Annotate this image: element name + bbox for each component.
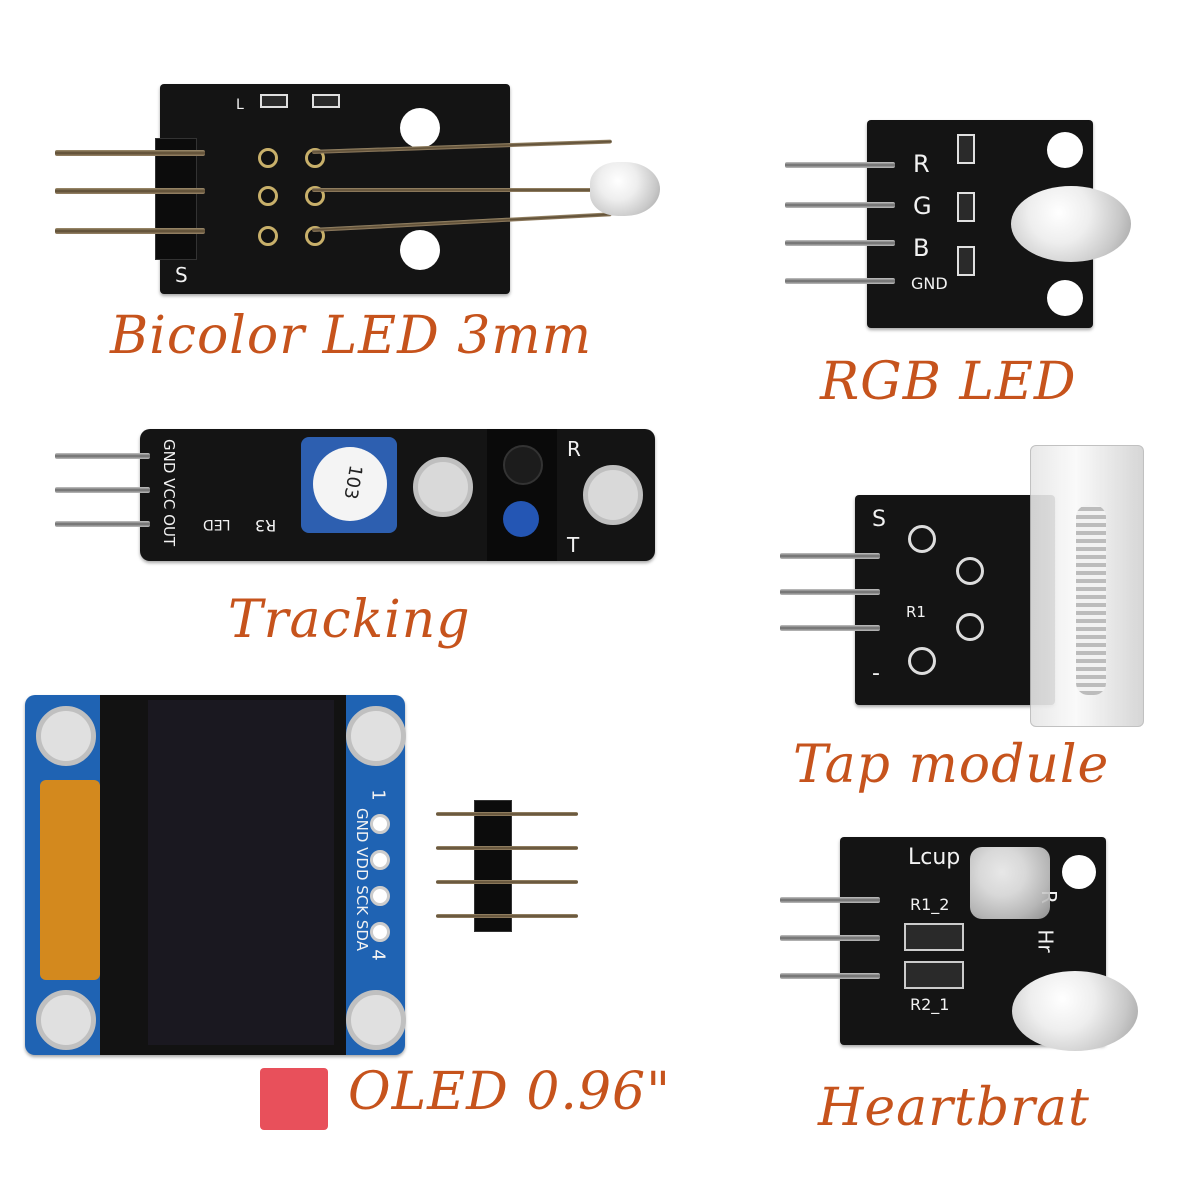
silk-label-r1: R1_2 [910, 895, 950, 914]
mount-hole [1062, 855, 1096, 889]
tap-ring-pad [956, 613, 984, 641]
silk-label-b: B [913, 234, 930, 262]
oled-screen [148, 700, 334, 1045]
silk-label-s: S [175, 263, 188, 287]
header-pin [55, 188, 205, 194]
silk-label-minus: - [872, 661, 880, 686]
tracking-board [140, 429, 655, 561]
tap-spring [1076, 505, 1106, 695]
header-pin [55, 228, 205, 234]
bicolor-led [590, 162, 660, 216]
label-oled: OLED 0.96" [348, 1062, 672, 1122]
tap-module: S R1 - [780, 445, 1150, 735]
solder-pad [370, 922, 390, 942]
loose-pin [436, 846, 578, 850]
silk-label-oled-pins: GND VDD SCK SDA [353, 808, 371, 951]
loose-pin [436, 812, 578, 816]
potentiometer-knob [313, 447, 387, 521]
label-rgb-led: RGB LED [820, 352, 1077, 412]
mount-hole [413, 457, 473, 517]
header-pin [780, 897, 880, 903]
header-pin [55, 453, 150, 459]
silk-label-g: G [913, 192, 932, 220]
solder-pad [258, 226, 278, 246]
red-marker [260, 1068, 328, 1130]
header-pin [785, 162, 895, 168]
smd-resistor [260, 94, 288, 108]
rgb-led-module: R G B GND [785, 118, 1131, 333]
silk-label-4: 4 [367, 949, 389, 961]
tap-ring-pad [908, 647, 936, 675]
smd-resistor [957, 192, 975, 222]
silk-label-s: S [872, 507, 886, 532]
heartbeat-module: Lcup R1_2 R2_1 R Hr [780, 835, 1140, 1055]
silk-label-r3: R3 [255, 516, 277, 535]
mount-hole [400, 108, 440, 148]
header-pin [780, 935, 880, 941]
silk-label-pot: 103 [339, 463, 366, 501]
smd-resistor [904, 961, 964, 989]
header-pin [785, 240, 895, 246]
mount-hole [1047, 132, 1083, 168]
oled-ribbon [40, 780, 100, 980]
led-lead [312, 188, 612, 192]
silk-label-r1: R1 [906, 603, 926, 621]
header-pin [780, 553, 880, 559]
smd-resistor [312, 94, 340, 108]
rgb-led [1011, 186, 1131, 262]
mount-hole [346, 990, 406, 1050]
tap-board [855, 495, 1055, 705]
ir-emitter-led [970, 847, 1050, 919]
label-tap-module: Tap module [793, 735, 1110, 795]
header-pin [785, 278, 895, 284]
loose-pin [436, 914, 578, 918]
ir-receiver [503, 445, 543, 485]
label-heartbeat: Heartbrat [818, 1078, 1090, 1138]
tap-ring-pad [908, 525, 936, 553]
header-pin [780, 973, 880, 979]
silk-label-pins: GND VCC OUT [160, 439, 178, 547]
silk-label-r: R [567, 437, 581, 461]
silk-label-r: R [913, 150, 930, 178]
solder-pad [258, 148, 278, 168]
silk-label-led: LED [203, 516, 231, 532]
oled-module: 1 GND VDD SCK SDA 4 [20, 690, 610, 1070]
ir-emitter [503, 501, 539, 537]
mount-hole [36, 706, 96, 766]
loose-pin-header [474, 800, 512, 932]
solder-pad [370, 850, 390, 870]
smd-resistor [957, 246, 975, 276]
silk-label-lcup: Lcup [908, 845, 961, 870]
mount-hole [1047, 280, 1083, 316]
mount-hole [583, 465, 643, 525]
loose-pin [436, 880, 578, 884]
solder-pad [258, 186, 278, 206]
silk-label-l: L [236, 97, 244, 113]
header-pin [55, 487, 150, 493]
silk-label-1: 1 [367, 789, 389, 801]
pin-header [155, 138, 197, 260]
smd-resistor [957, 134, 975, 164]
bicolor-led-module: S L [50, 80, 670, 300]
header-pin [780, 589, 880, 595]
solder-pad [370, 814, 390, 834]
header-pin [785, 202, 895, 208]
tap-ring-pad [956, 557, 984, 585]
silk-label-r2: R2_1 [910, 995, 950, 1014]
tracking-module: GND VCC OUT LED R3 103 R T [55, 425, 660, 565]
label-tracking: Tracking [228, 590, 471, 650]
smd-resistor [904, 923, 964, 951]
mount-hole [36, 990, 96, 1050]
silk-label-hr: Hr [1033, 929, 1058, 953]
silk-label-gnd: GND [911, 274, 948, 293]
mount-hole [346, 706, 406, 766]
mount-hole [400, 230, 440, 270]
solder-pad [370, 886, 390, 906]
header-pin [55, 150, 205, 156]
photodiode-led [1012, 971, 1138, 1051]
label-bicolor-led: Bicolor LED 3mm [110, 306, 593, 366]
header-pin [55, 521, 150, 527]
silk-label-t: T [567, 533, 580, 557]
header-pin [780, 625, 880, 631]
